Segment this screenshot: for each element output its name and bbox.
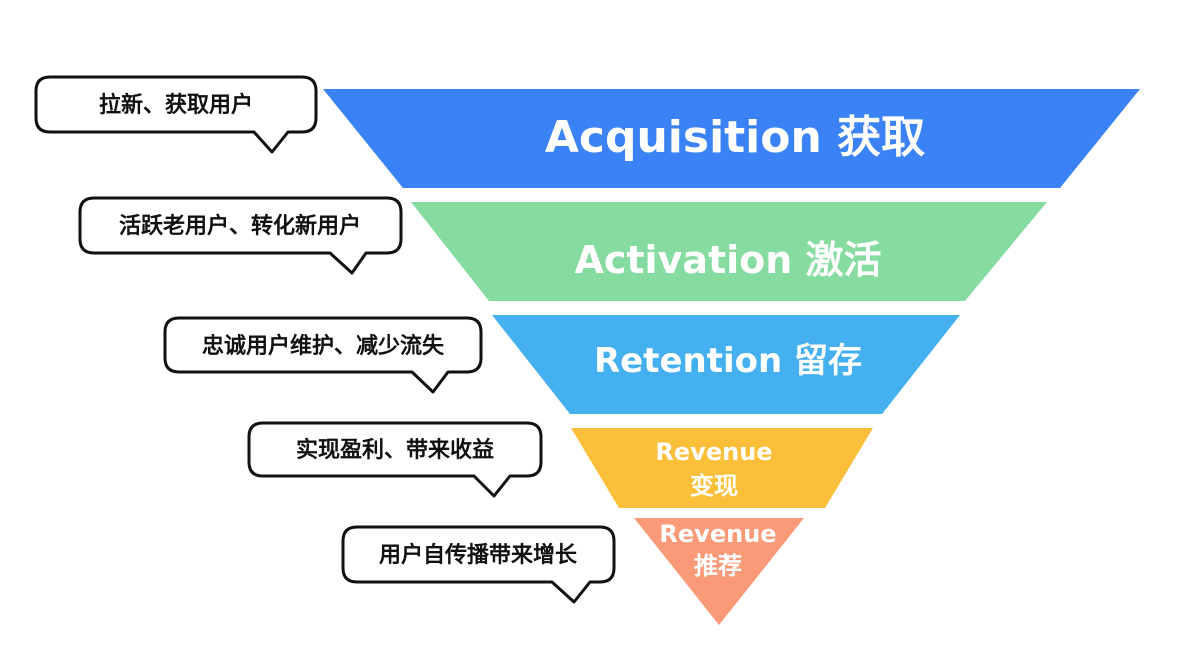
funnel: Acquisition 获取 Activation 激活 Retention 留… <box>323 89 1140 625</box>
speech-bubble-acquisition-text: 拉新、获取用户 <box>99 92 253 118</box>
speech-bubble-acquisition <box>34 75 318 154</box>
speech-bubble-revenue <box>247 421 543 498</box>
funnel-stage-retention <box>492 315 960 414</box>
funnel-stage-referral-label-line1: Revenue <box>659 520 776 548</box>
speech-bubble-referral <box>341 525 616 604</box>
speech-bubble-activation <box>78 196 403 275</box>
funnel-stage-revenue <box>571 428 873 508</box>
speech-bubble-revenue-text: 实现盈利、带来收益 <box>296 437 494 463</box>
funnel-stage-activation <box>411 202 1047 301</box>
speech-bubbles <box>34 75 616 604</box>
funnel-stage-retention-label: Retention 留存 <box>594 341 862 381</box>
funnel-stage-acquisition <box>323 89 1140 188</box>
funnel-stage-revenue-label-line1: Revenue <box>655 438 772 466</box>
speech-bubble-retention <box>163 316 483 394</box>
funnel-stage-acquisition-label: Acquisition 获取 <box>545 112 925 163</box>
speech-bubble-referral-text: 用户自传播带来增长 <box>379 542 578 568</box>
funnel-stage-activation-label: Activation 激活 <box>574 238 881 282</box>
speech-bubble-texts: 拉新、获取用户 活跃老用户、转化新用户 忠诚用户维护、减少流失 实现盈利、带来收… <box>99 92 578 568</box>
speech-bubble-activation-text: 活跃老用户、转化新用户 <box>119 213 361 239</box>
funnel-stage-referral-label-line2: 推荐 <box>694 552 742 580</box>
funnel-stage-referral <box>634 518 804 625</box>
funnel-stage-revenue-label-line2: 变现 <box>690 472 738 500</box>
speech-bubble-retention-text: 忠诚用户维护、减少流失 <box>202 333 445 359</box>
